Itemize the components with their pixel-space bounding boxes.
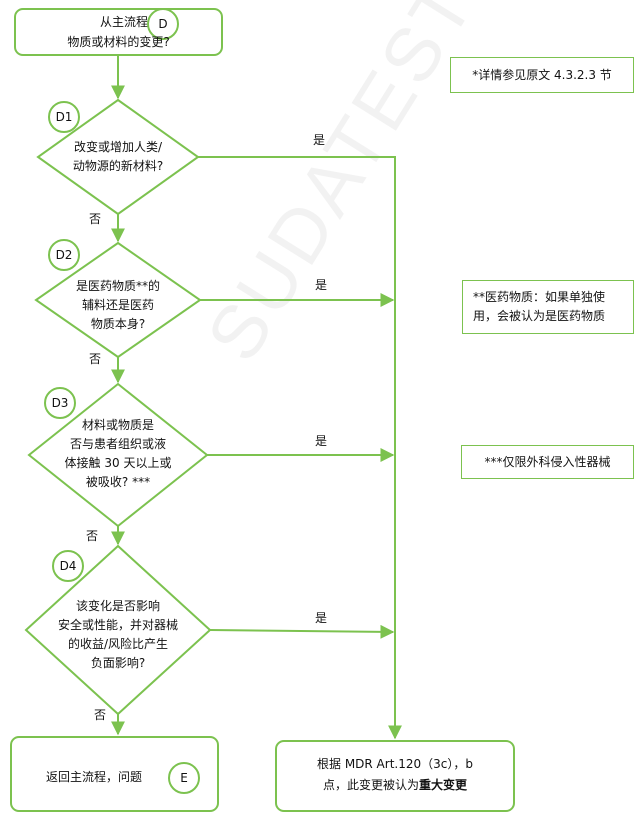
start-line2: 物质或材料的变更?: [67, 35, 170, 49]
decision-d4-line1: 该变化是否影响: [75, 599, 160, 613]
decision-d3-line3: 体接触 30 天以上或: [64, 456, 172, 470]
decision-d2-line2: 辅料还是医药: [81, 298, 154, 312]
decision-d4-yes-label: 是: [315, 611, 328, 625]
decision-d3-yes-label: 是: [315, 434, 328, 448]
note-medicinal-line1: **医药物质：如果单独使: [473, 290, 606, 304]
note-invasive-text: ***仅限外科侵入性器械: [484, 454, 611, 469]
major-change-box: [275, 740, 515, 812]
decision-d3-marker: D3: [44, 387, 76, 419]
start-box: [14, 8, 223, 56]
decision-d4-no-label: 否: [94, 708, 107, 722]
decision-d1-marker: D1: [48, 101, 80, 133]
return-marker-e: E: [168, 762, 200, 794]
decision-d2-marker: D2: [48, 239, 80, 271]
decision-d1-line2: 动物源的新材料?: [72, 159, 164, 173]
decision-d2-no-label: 否: [89, 352, 102, 366]
major-change-line2: 点，此变更被认为重大变更: [275, 776, 515, 795]
note-reference-text: *详情参见原文 4.3.2.3 节: [472, 67, 612, 82]
decision-d2-line3: 物质本身?: [90, 317, 146, 331]
decision-d1-yes-label: 是: [313, 133, 326, 147]
note-medicinal-substance: **医药物质：如果单独使 用，会被认为是医药物质: [462, 280, 634, 334]
decision-d1-no-label: 否: [89, 212, 102, 226]
note-reference: *详情参见原文 4.3.2.3 节: [450, 57, 634, 93]
decision-d2-yes-label: 是: [315, 278, 328, 292]
decision-d4-line2: 安全或性能，并对器械: [57, 618, 178, 632]
arrow-d1-yes: [198, 156, 402, 740]
arrow-d4-yes: [209, 624, 395, 639]
decision-d3-no-label: 否: [86, 529, 99, 543]
start-marker-d: D: [147, 8, 179, 40]
major-change-line2-prefix: 点，此变更被认为: [322, 778, 419, 792]
return-main-flow-text: 返回主流程，问题: [46, 770, 143, 784]
decision-d4-marker: D4: [52, 550, 84, 582]
note-medicinal-line2: 用，会被认为是医药物质: [473, 309, 606, 323]
decision-d3-line2: 否与患者组织或液: [69, 437, 166, 451]
decision-d3-line1: 材料或物质是: [81, 418, 154, 432]
decision-d2-line1: 是医药物质**的: [75, 279, 160, 293]
note-invasive: ***仅限外科侵入性器械: [461, 445, 634, 479]
decision-d4-line3: 的收益/风险比产生: [67, 637, 169, 651]
major-change-emphasis: 重大变更: [419, 778, 468, 792]
start-line1: 从主流程图: [99, 15, 160, 29]
return-main-flow-box: [10, 736, 219, 812]
major-change-line1: 根据 MDR Art.120（3c），b: [317, 757, 473, 771]
decision-d4-line4: 负面影响?: [90, 656, 146, 670]
decision-d1-line1: 改变或增加人类/: [73, 140, 163, 154]
decision-d3-line4: 被吸收? ***: [85, 475, 151, 489]
